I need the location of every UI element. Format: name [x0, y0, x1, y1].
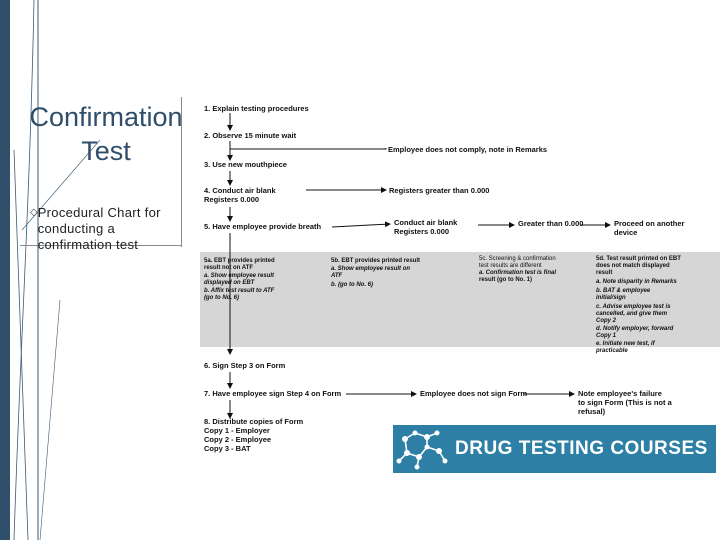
option-5c-line: test results are different — [479, 263, 542, 269]
copy-3: Copy 3 - BAT — [204, 444, 251, 453]
step-1: 1. Explain testing procedures — [204, 104, 309, 113]
option-5a-line: 5a. EBT provides printed — [204, 258, 275, 264]
copy-1: Copy 1 - Employer — [204, 426, 270, 435]
procedural-flowchart: 1. Explain testing procedures 2. Observe… — [196, 100, 720, 460]
option-5b-line: ATF — [331, 273, 343, 279]
step5-options-band — [200, 252, 720, 347]
note-line3: refusal) — [578, 407, 606, 416]
step-4-line1: 4. Conduct air blank — [204, 186, 276, 195]
option-5a-line: a. Show employee result — [204, 273, 275, 279]
option-5d-line: e. Initiate new test, if — [596, 341, 655, 347]
molecule-logo-icon — [396, 430, 448, 470]
option-5d-line: b. BAT & employee — [596, 288, 651, 294]
option-5c-line: 5c. Screening & confirmation — [479, 256, 556, 262]
step-5: 5. Have employee provide breath — [204, 222, 322, 231]
option-5d-line: does not match displayed — [596, 263, 670, 269]
option-5d-line: 5d. Test result printed on EBT — [596, 256, 681, 262]
step-8: 8. Distribute copies of Form — [204, 417, 304, 426]
option-5a-line: result not on ATF — [204, 265, 253, 271]
title-line-1: Confirmation — [29, 102, 183, 132]
step-3: 3. Use new mouthpiece — [204, 160, 287, 169]
option-5d-line: d. Notify employer, forward — [596, 326, 674, 332]
option-5a-line: displayed on EBT — [204, 280, 255, 286]
slide-title: Confirmation Test — [22, 100, 190, 168]
option-5d-line: result — [596, 270, 613, 276]
bullet-text: Procedural Chart for conducting a confir… — [37, 205, 161, 252]
logo-text: DRUG TESTING COURSES — [455, 438, 708, 459]
conduct-registers: Registers 0.000 — [394, 227, 450, 236]
option-5a-line: (go to No. 6) — [204, 295, 239, 301]
option-5d-line: Copy 1 — [596, 333, 617, 339]
option-5d-line: initial/sign — [596, 295, 626, 301]
diamond-bullet-icon: ◇ — [30, 207, 38, 218]
proceed-line2: device — [614, 228, 638, 237]
greater-than-branch: Greater than 0.000 — [518, 219, 584, 228]
bullet-item: ◇ Procedural Chart for conducting a conf… — [30, 205, 180, 253]
step-2-branch: Employee does not comply, note in Remark… — [388, 145, 548, 154]
option-5c-line: a. Confirmation test is final — [479, 270, 557, 276]
option-5d-line: Copy 2 — [596, 318, 617, 324]
left-accent-bar — [0, 0, 10, 540]
option-5d-line: c. Advise employee test is — [596, 304, 671, 310]
step-4-line2: Registers 0.000 — [204, 195, 260, 204]
proceed-line1: Proceed on another — [614, 219, 685, 228]
option-5d-line: practicable — [596, 348, 628, 354]
option-5b-line: a. Show employee result on — [331, 266, 411, 272]
decorative-lines — [13, 0, 182, 540]
title-line-2: Test — [81, 136, 131, 166]
note-line2: to sign Form (This is not a — [578, 398, 672, 407]
option-5d-line: a. Note disparity in Remarks — [596, 279, 677, 285]
option-5a-line: b. Affix test result to ATF — [204, 288, 275, 294]
option-5c-line: result (go to No. 1) — [479, 277, 532, 283]
option-5d-line: cancelled, and give them — [596, 311, 668, 317]
flowchart-connectors — [227, 113, 611, 419]
step-2: 2. Observe 15 minute wait — [204, 131, 297, 140]
note-line1: Note employee's failure — [578, 389, 662, 398]
option-5b-line: 5b. EBT provides printed result — [331, 258, 421, 264]
copy-2: Copy 2 - Employee — [204, 435, 272, 444]
drug-testing-courses-logo: DRUG TESTING COURSES — [393, 425, 716, 473]
step-7-branch: Employee does not sign Form — [420, 389, 528, 398]
conduct-air-blank: Conduct air blank — [394, 218, 458, 227]
step-7: 7. Have employee sign Step 4 on Form — [204, 389, 342, 398]
option-5b-line: b. (go to No. 6) — [331, 282, 373, 288]
step-4-branch: Registers greater than 0.000 — [389, 186, 490, 195]
step-6: 6. Sign Step 3 on Form — [204, 361, 286, 370]
